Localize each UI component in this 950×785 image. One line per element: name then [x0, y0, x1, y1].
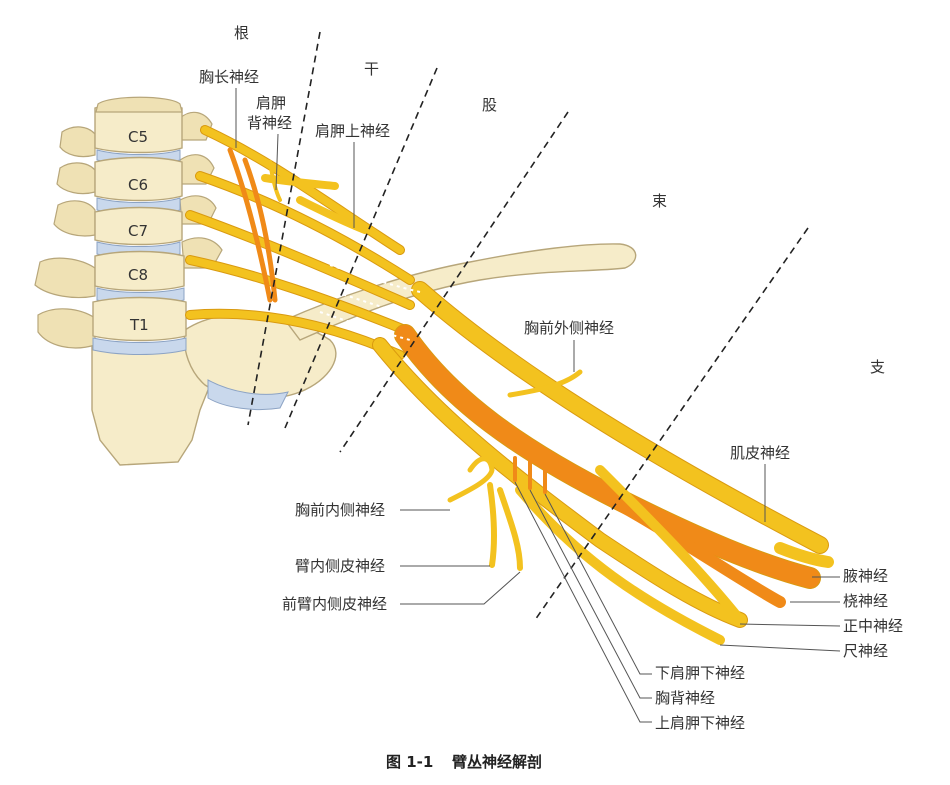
segment-label-division: 股	[482, 96, 497, 114]
label-thoracodorsal: 胸背神经	[655, 689, 715, 707]
segment-label-root: 根	[234, 24, 249, 42]
caption-title: 臂丛神经解剖	[452, 753, 542, 771]
label-medial-antebrachial-cutaneous: 前臂内侧皮神经	[282, 595, 387, 613]
right-labels: 腋神经 桡神经 正中神经 尺神经	[719, 567, 903, 660]
label-long-thoracic: 胸长神经	[199, 68, 259, 86]
divider-root-trunk	[247, 31, 321, 426]
label-ulnar: 尺神经	[843, 642, 888, 660]
segment-label-branch: 支	[870, 358, 885, 376]
label-medial-pectoral: 胸前内侧神经	[295, 501, 385, 519]
label-lateral-pectoral: 胸前外侧神经	[524, 319, 614, 337]
segment-label-cord: 束	[652, 192, 667, 210]
label-dorsal-scapular-2: 背神经	[247, 114, 292, 132]
vertebra-label-t1: T1	[129, 316, 149, 334]
figure-caption: 图 1-1 臂丛神经解剖	[386, 753, 542, 771]
label-lower-subscapular: 下肩胛下神经	[655, 664, 745, 682]
divider-trunk-division	[284, 67, 438, 429]
label-axillary: 腋神经	[843, 567, 888, 585]
vertebra-label-c7: C7	[128, 222, 148, 240]
label-suprascapular: 肩胛上神经	[315, 122, 390, 140]
caption-number: 图 1-1	[386, 753, 433, 771]
label-median: 正中神经	[843, 617, 903, 635]
bottom-labels: 下肩胛下神经 胸背神经 上肩胛下神经	[514, 481, 745, 732]
label-musculocutaneous: 肌皮神经	[730, 444, 790, 462]
label-medial-brachial-cutaneous: 臂内侧皮神经	[295, 557, 385, 575]
segment-labels: 根 干 股 束 支	[234, 24, 885, 376]
divider-division-cord	[339, 111, 569, 453]
label-radial: 桡神经	[843, 592, 888, 610]
vertebra-labels: C5 C6 C7 C8 T1	[128, 128, 149, 334]
label-upper-subscapular: 上肩胛下神经	[655, 714, 745, 732]
vertebra-label-c8: C8	[128, 266, 148, 284]
spine-illustration	[34, 96, 337, 466]
label-dorsal-scapular-1: 肩胛	[256, 94, 286, 112]
middle-labels: 胸前外侧神经 肌皮神经	[524, 319, 790, 522]
top-labels: 胸长神经 肩胛 背神经 肩胛上神经	[199, 68, 390, 228]
segment-label-trunk: 干	[364, 60, 379, 78]
left-labels: 胸前内侧神经 臂内侧皮神经 前臂内侧皮神经	[282, 501, 521, 613]
divider-cord-branch	[534, 227, 809, 621]
nerve-plexus	[185, 125, 834, 645]
vertebra-label-c5: C5	[128, 128, 148, 146]
segment-dividers	[247, 31, 809, 621]
vertebra-label-c6: C6	[128, 176, 148, 194]
